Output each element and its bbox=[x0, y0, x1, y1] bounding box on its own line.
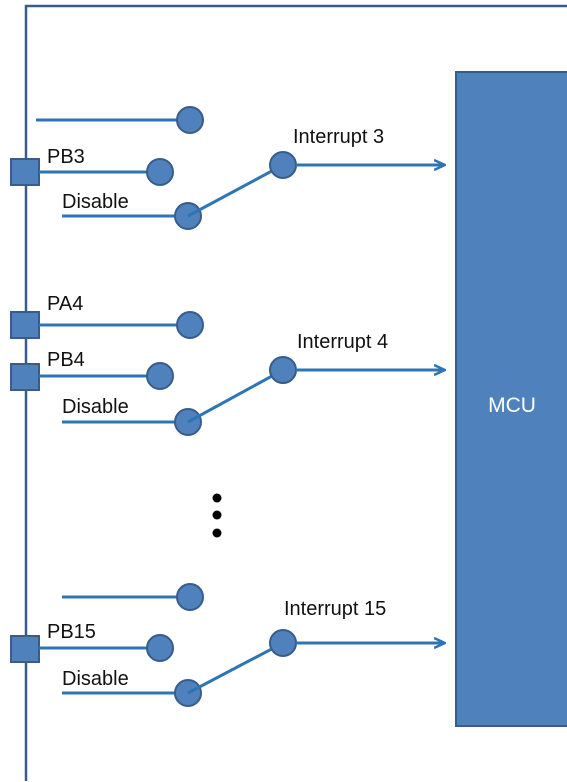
pin-pad-pb15 bbox=[10, 635, 40, 663]
ellipsis-dot bbox=[212, 528, 222, 538]
pin-label-pa4: PA4 bbox=[47, 293, 83, 315]
interrupt-4-label: Interrupt 4 bbox=[297, 331, 388, 353]
mux-input-node-pa4 bbox=[176, 311, 204, 339]
mux-input-node-pb4 bbox=[146, 362, 174, 390]
disable-label: Disable bbox=[62, 668, 129, 690]
mux-input-node bbox=[176, 583, 204, 611]
frame-top-edge bbox=[24, 4, 567, 781]
mux-output-node bbox=[269, 356, 297, 384]
pin-pad-pb3 bbox=[10, 158, 40, 186]
pin-label-pb15: PB15 bbox=[47, 621, 96, 643]
disable-label: Disable bbox=[62, 396, 129, 418]
mux-switch-arm bbox=[187, 641, 284, 695]
mcu-label: MCU bbox=[488, 394, 536, 417]
ellipsis-dot bbox=[212, 493, 222, 503]
pin-label-pb3: PB3 bbox=[47, 146, 85, 168]
pin-label-pb4: PB4 bbox=[47, 349, 85, 371]
mux-input-node bbox=[176, 106, 204, 134]
ellipsis-dot bbox=[212, 510, 222, 520]
disable-label: Disable bbox=[62, 191, 129, 213]
mux-input-node-pb15 bbox=[146, 634, 174, 662]
mux-output-node bbox=[269, 629, 297, 657]
interrupt-3-label: Interrupt 3 bbox=[293, 126, 384, 148]
interrupt-15-label: Interrupt 15 bbox=[284, 598, 386, 620]
pin-pad-pa4 bbox=[10, 311, 40, 339]
mcu-block bbox=[455, 71, 567, 727]
mux-switch-arm bbox=[187, 163, 284, 218]
mux-switch-arm bbox=[187, 368, 284, 424]
mux-input-node-pb3 bbox=[146, 158, 174, 186]
pin-pad-pb4 bbox=[10, 363, 40, 391]
mux-output-node bbox=[269, 151, 297, 179]
